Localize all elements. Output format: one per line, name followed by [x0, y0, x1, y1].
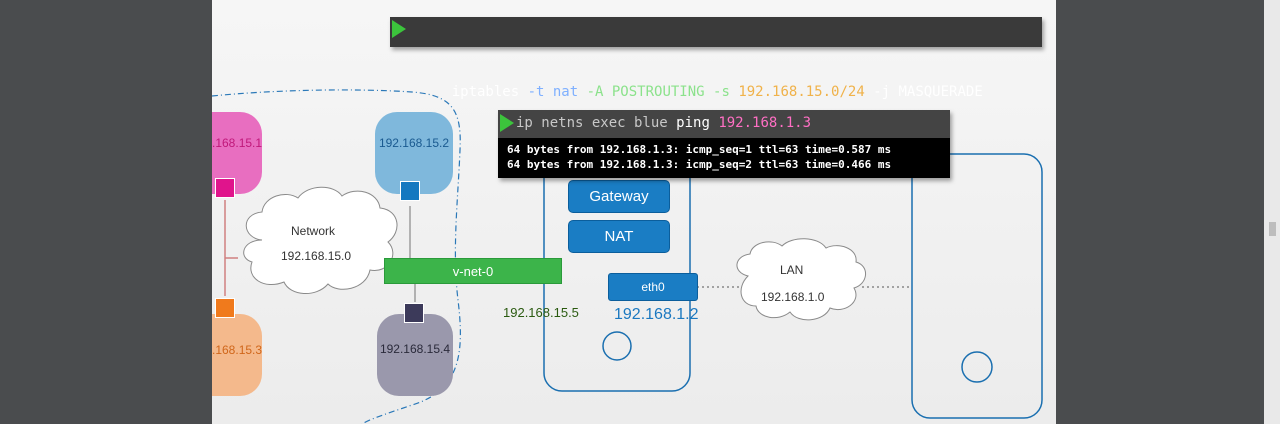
remote-device-button: [961, 351, 993, 383]
namespace-blue: 192.168.15.2: [375, 112, 453, 194]
ping-command-segment: 192.168.1.3: [718, 115, 812, 131]
eth0-label: eth0: [641, 280, 665, 294]
bridge-ip: 192.168.15.5: [503, 305, 579, 320]
network-cloud-subnet: 192.168.15.0: [281, 249, 352, 263]
host-device-button: [602, 331, 632, 361]
gateway-label: Gateway: [589, 188, 649, 205]
ping-output: 64 bytes from 192.168.1.3: icmp_seq=1 tt…: [498, 138, 950, 178]
ping-output-line: 64 bytes from 192.168.1.3: icmp_seq=2 tt…: [507, 158, 892, 171]
namespace-group-outline: [212, 89, 461, 424]
namespace-orange-label: .168.15.3: [212, 343, 263, 357]
namespace-blue-port: [400, 181, 420, 201]
iptables-command-text: iptables -t nat -A POSTROUTING -s 192.16…: [452, 84, 983, 100]
play-icon: [500, 114, 514, 132]
ping-command-text: ip netns exec blue ping 192.168.1.3: [516, 115, 811, 131]
network-cloud-shape: [243, 186, 398, 294]
nat-label: NAT: [604, 228, 634, 245]
network-cloud-title: Network: [291, 224, 336, 238]
namespace-orange: .168.15.3: [212, 314, 262, 396]
bridge-v-net-0: v-net-0: [384, 258, 562, 284]
namespace-pink-port: [215, 178, 235, 198]
iptables-command-terminal: iptables -t nat -A POSTROUTING -s 192.16…: [390, 17, 1042, 100]
lan-cloud-title: LAN: [780, 263, 804, 277]
iptables-command-segment: -A POSTROUTING -s: [586, 84, 739, 100]
ping-output-line: 64 bytes from 192.168.1.3: icmp_seq=1 tt…: [507, 143, 892, 156]
ping-command-segment: ping: [676, 115, 719, 131]
lan-cloud-shape: [736, 238, 866, 321]
namespace-pink-label: .168.15.1: [212, 136, 263, 150]
namespace-orange-port: [215, 298, 235, 318]
scrollbar-thumb[interactable]: [1269, 222, 1276, 236]
namespace-grey: 192.168.15.4: [377, 314, 453, 396]
namespace-blue-label: 192.168.15.2: [378, 136, 450, 150]
iptables-command-segment: -j MASQUERADE: [864, 84, 983, 100]
iptables-command-segment: iptables: [451, 84, 528, 100]
remote-device-outline: [911, 153, 1043, 419]
eth0-ip: 192.168.1.2: [614, 306, 699, 323]
ping-command-segment: ip netns exec blue: [516, 115, 677, 131]
vertical-scrollbar[interactable]: [1264, 0, 1280, 424]
ping-terminal-header: [498, 110, 950, 138]
namespace-grey-label: 192.168.15.4: [379, 342, 451, 356]
iptables-command-segment: 192.168.15.0/24: [738, 84, 865, 100]
diagram-slide: .168.15.1 192.168.15.2 .168.15.3 192.168…: [212, 0, 1056, 424]
eth0-interface: eth0: [608, 273, 698, 301]
namespace-grey-port: [404, 303, 424, 323]
play-icon: [392, 20, 406, 38]
ping-terminal: ip netns exec blue ping 192.168.1.3 64 b…: [498, 110, 950, 178]
gateway-box: Gateway: [568, 180, 670, 213]
nat-box: NAT: [568, 220, 670, 253]
bridge-label: v-net-0: [452, 263, 494, 279]
iptables-command-segment: -t nat: [527, 84, 587, 100]
lan-cloud-subnet: 192.168.1.0: [761, 290, 825, 304]
